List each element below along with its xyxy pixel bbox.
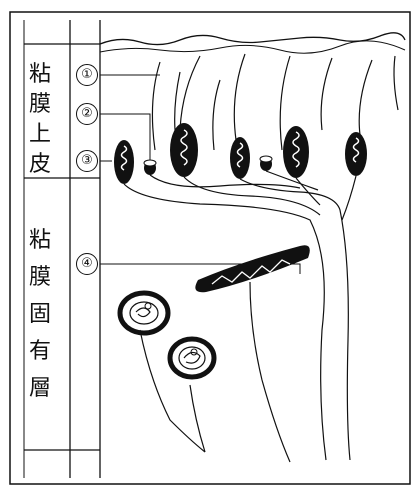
lamina-char-2: 膜 — [28, 265, 51, 290]
epithelium-char-2: 膜 — [28, 92, 51, 117]
nerve-cells — [114, 123, 367, 184]
epithelium-surface-inner — [99, 40, 406, 54]
lamina-char-4: 有 — [28, 339, 51, 364]
epithelium-char-3: 上 — [28, 122, 51, 147]
lamina-char-3: 固 — [28, 302, 51, 327]
marker-4: ④ — [76, 253, 98, 275]
small-receptors — [143, 155, 273, 175]
nerve-fibers — [123, 170, 357, 463]
marker-2: ② — [76, 103, 98, 125]
outer-frame — [9, 11, 411, 485]
lamina-char-1: 粘 — [28, 228, 51, 253]
marker-leaders — [100, 74, 301, 274]
epithelium-char-1: 粘 — [28, 62, 51, 87]
marker-3: ③ — [76, 150, 98, 172]
elongated-receptor — [195, 245, 310, 293]
lamina-propria-label: 粘 膜 固 有 層 — [22, 222, 58, 407]
lamina-char-5: 層 — [28, 376, 51, 401]
marker-1: ① — [76, 64, 98, 86]
epithelium-char-4: 皮 — [28, 152, 51, 177]
encapsulated-corpuscles — [117, 290, 217, 380]
epithelium-label: 粘 膜 上 皮 — [22, 60, 58, 180]
epithelial-cell-boundaries — [151, 53, 399, 151]
epithelium-surface — [99, 32, 406, 46]
